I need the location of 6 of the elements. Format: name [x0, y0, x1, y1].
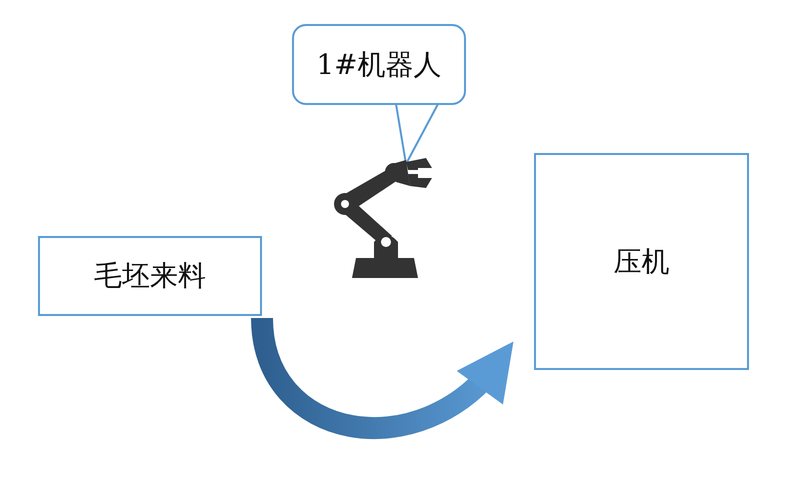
process-box	[534, 153, 749, 370]
process-box	[38, 236, 262, 316]
curved-arrow	[251, 316, 516, 439]
box-label: 1#机器人	[316, 46, 442, 82]
box-label: 压机	[614, 244, 670, 280]
box-label: 毛坯来料	[94, 258, 206, 294]
